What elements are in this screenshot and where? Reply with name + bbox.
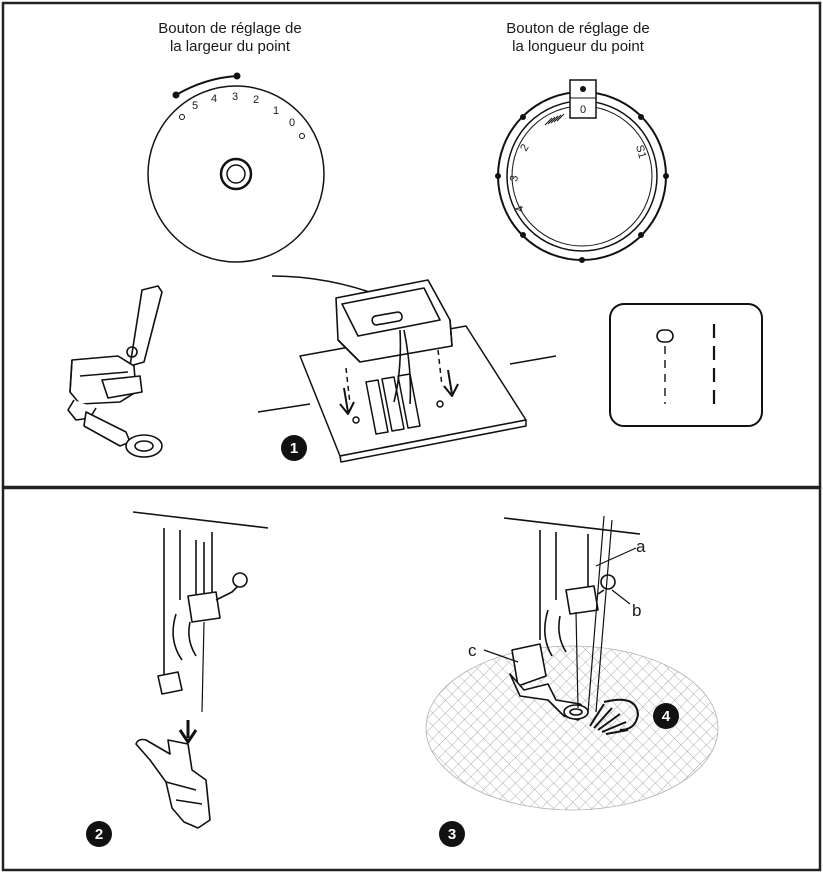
sewing-on-fabric-illustration: a b c — [425, 515, 719, 811]
width-range-arc — [175, 75, 238, 96]
width-mark-0: 0 — [289, 117, 295, 129]
callout-c: c — [468, 641, 477, 660]
width-knob-title-line2: la largeur du point — [170, 38, 291, 55]
step-badge-4: 4 — [653, 703, 679, 729]
foot-attach-illustration — [132, 511, 269, 829]
width-knob-title-line1: Bouton de réglage de — [158, 20, 301, 37]
svg-text:4: 4 — [662, 708, 671, 725]
length-knob-title-line1: Bouton de réglage de — [506, 20, 649, 37]
length-mark-0: 0 — [580, 104, 586, 116]
stitch-width-knob: Bouton de réglage de la largeur du point… — [147, 20, 325, 263]
presser-foot-lever-illustration — [67, 285, 163, 458]
length-mark-4: 4 — [514, 204, 527, 213]
callout-leaders — [483, 547, 637, 663]
callout-a: a — [636, 537, 646, 556]
width-mark-2: 2 — [253, 94, 259, 106]
stitch-length-knob: Bouton de réglage de la longueur du poin… — [495, 20, 669, 263]
bottom-panel-border — [1, 486, 822, 872]
length-fine-scale — [544, 113, 565, 126]
svg-text:3: 3 — [448, 826, 456, 843]
width-mark-1: 1 — [273, 105, 279, 117]
step-badge-2: 2 — [86, 821, 112, 847]
length-mark-s1: S1 — [633, 144, 648, 160]
presser-foot-illustration — [271, 275, 453, 405]
step-badge-1: 1 — [281, 435, 307, 461]
callout-b: b — [632, 601, 641, 620]
width-mark-5: 5 — [192, 100, 198, 112]
step-badge-3: 3 — [439, 821, 465, 847]
stitch-preview-panel — [609, 303, 763, 427]
length-mark-3: 3 — [508, 174, 521, 182]
width-mark-4: 4 — [211, 93, 217, 105]
svg-text:2: 2 — [95, 826, 103, 843]
stitch-tuft — [589, 698, 640, 735]
fabric-mesh — [425, 645, 719, 811]
length-knob-title-line2: la longueur du point — [512, 38, 645, 55]
width-mark-3: 3 — [232, 91, 238, 103]
feed-dogs — [365, 373, 421, 435]
svg-text:1: 1 — [290, 440, 298, 457]
length-mark-2: 2 — [518, 142, 531, 153]
